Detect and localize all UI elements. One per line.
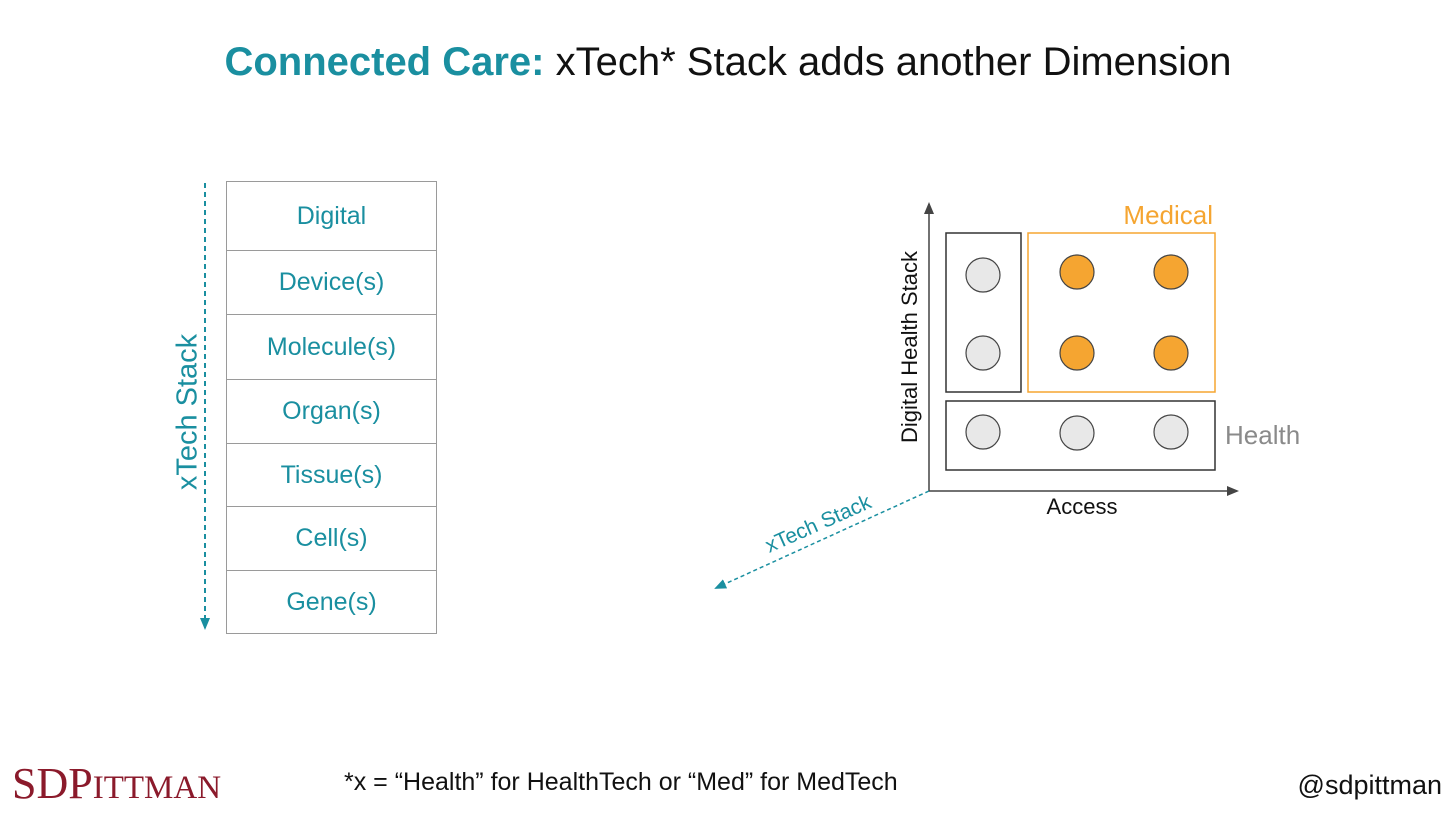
stack-layer-organs: Organ(s) xyxy=(227,380,436,444)
left-column-box xyxy=(945,232,1022,393)
brand-logo: SDPITTMAN xyxy=(12,762,221,806)
stack-layer-genes: Gene(s) xyxy=(286,587,377,616)
page-title: Connected Care: xTech* Stack adds anothe… xyxy=(0,40,1456,85)
orange-circle xyxy=(1153,254,1189,290)
medical-box xyxy=(1027,232,1216,393)
title-accent: Connected Care: xyxy=(224,40,545,84)
brand-logo-first: SDP xyxy=(12,759,93,808)
orange-circle xyxy=(1059,335,1095,371)
gray-circle xyxy=(1059,415,1095,451)
gray-circle xyxy=(965,335,1001,371)
health-label: Health xyxy=(1225,420,1300,450)
gray-circle xyxy=(965,257,1001,293)
footnote: *x = “Health” for HealthTech or “Med” fo… xyxy=(344,768,898,796)
gray-circle xyxy=(965,414,1001,450)
x-axis-label: Access xyxy=(1047,494,1118,519)
title-rest: xTech* Stack adds another Dimension xyxy=(555,40,1232,84)
stack-layer-molecules: Molecule(s) xyxy=(227,315,436,380)
y-axis-label: Digital Health Stack xyxy=(897,250,922,443)
health-box xyxy=(945,400,1216,471)
stack-layer-tissues: Tissue(s) xyxy=(227,444,436,507)
stack-layer-devices: Device(s) xyxy=(227,251,436,315)
orange-circle xyxy=(1059,254,1095,290)
stack-layer-cells: Cell(s) xyxy=(227,507,436,571)
stack-layer-digital: Digital xyxy=(227,182,436,251)
gray-circle xyxy=(1153,414,1189,450)
xtech-stack-table: Digital Device(s) Molecule(s) Organ(s) T… xyxy=(226,181,437,634)
z-axis-line xyxy=(714,490,930,589)
twitter-handle: @sdpittman xyxy=(1297,770,1442,800)
medical-label: Medical xyxy=(1123,200,1213,230)
brand-logo-rest: ITTMAN xyxy=(92,770,222,806)
orange-circle xyxy=(1153,335,1189,371)
